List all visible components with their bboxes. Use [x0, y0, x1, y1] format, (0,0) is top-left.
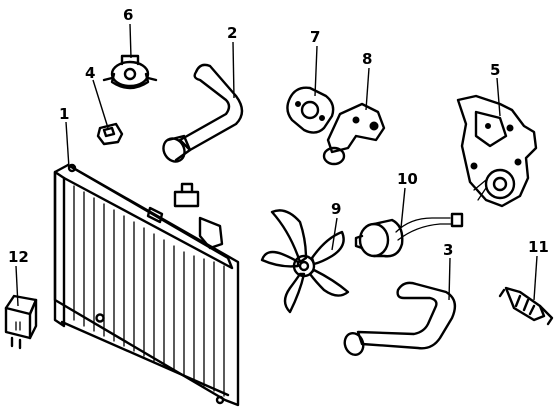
bolt-part-4[interactable] [96, 122, 124, 146]
callout-1: 1 [59, 105, 69, 123]
callout-2: 2 [227, 24, 237, 42]
callout-6: 6 [123, 6, 133, 24]
fan-motor-part-10[interactable] [354, 212, 464, 258]
callout-9: 9 [331, 200, 341, 218]
callout-4: 4 [85, 64, 95, 82]
callout-3: 3 [443, 241, 453, 259]
thermostat-part-6[interactable] [102, 54, 158, 90]
relay-part-12[interactable] [4, 294, 38, 350]
upper-hose-part-2[interactable] [159, 63, 244, 166]
callout-5: 5 [490, 61, 500, 79]
radiator-part-1[interactable] [53, 163, 240, 407]
fan-part-9[interactable] [260, 209, 350, 314]
lower-hose-part-3[interactable] [342, 281, 457, 358]
callout-8: 8 [362, 50, 372, 68]
sensor-part-11[interactable] [498, 286, 554, 326]
callout-11: 11 [528, 238, 549, 256]
gasket-part-7[interactable] [286, 86, 335, 134]
callout-7: 7 [310, 28, 320, 46]
callout-10: 10 [397, 170, 418, 188]
water-outlet-part-8[interactable] [322, 102, 386, 166]
water-pump-part-5[interactable] [456, 94, 538, 208]
callout-12: 12 [8, 248, 29, 266]
